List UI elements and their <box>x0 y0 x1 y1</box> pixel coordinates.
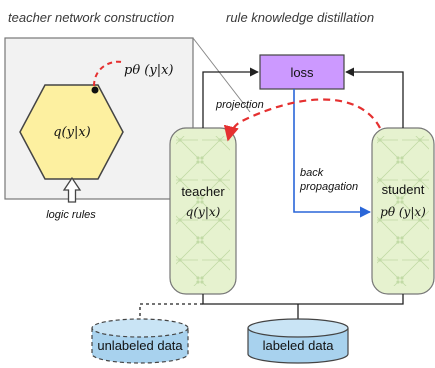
inset-red-curve <box>93 60 123 87</box>
header-teacher-network-construction: teacher network construction <box>8 10 174 25</box>
back-propagation-arrow <box>293 89 372 218</box>
student-formula: pθ (y|x) <box>380 205 426 219</box>
unlabeled-data-cylinder <box>91 318 189 364</box>
networks-bottom-connector <box>202 294 404 305</box>
loss-label: loss <box>290 65 314 80</box>
loss-box <box>259 54 345 90</box>
logic-rules-arrow-icon <box>62 176 82 203</box>
back-propagation-label-line1: back <box>300 167 324 179</box>
unlabeled-data-label: unlabeled data <box>97 338 183 353</box>
projection-point <box>91 86 99 94</box>
labeled-data-cylinder <box>247 318 349 364</box>
teacher-formula: q(y|x) <box>186 205 221 219</box>
student-title: student <box>382 182 425 197</box>
projection-red-arrow <box>223 98 381 142</box>
student-network-graphic <box>377 136 429 286</box>
inset-p-label: pθ (y|x) <box>124 63 173 78</box>
teacher-to-loss-arrow <box>202 67 259 128</box>
projection-line-top <box>192 37 251 113</box>
student-to-loss-arrow <box>345 67 404 128</box>
projection-label: projection <box>215 99 264 111</box>
teacher-network-graphic <box>176 136 230 286</box>
unlabeled-data-connector <box>139 303 203 322</box>
back-propagation-label-line2: propagation <box>299 181 358 193</box>
labeled-data-label: labeled data <box>263 338 335 353</box>
teacher-hexagon <box>19 84 124 180</box>
header-rule-knowledge-distillation: rule knowledge distillation <box>226 10 374 25</box>
inset-panel: q(y|x) pθ (y|x) logic rules <box>4 37 251 221</box>
teacher-title: teacher <box>181 184 225 199</box>
logic-rules-label: logic rules <box>46 209 96 221</box>
hexagon-q-label: q(y|x) <box>53 125 91 140</box>
